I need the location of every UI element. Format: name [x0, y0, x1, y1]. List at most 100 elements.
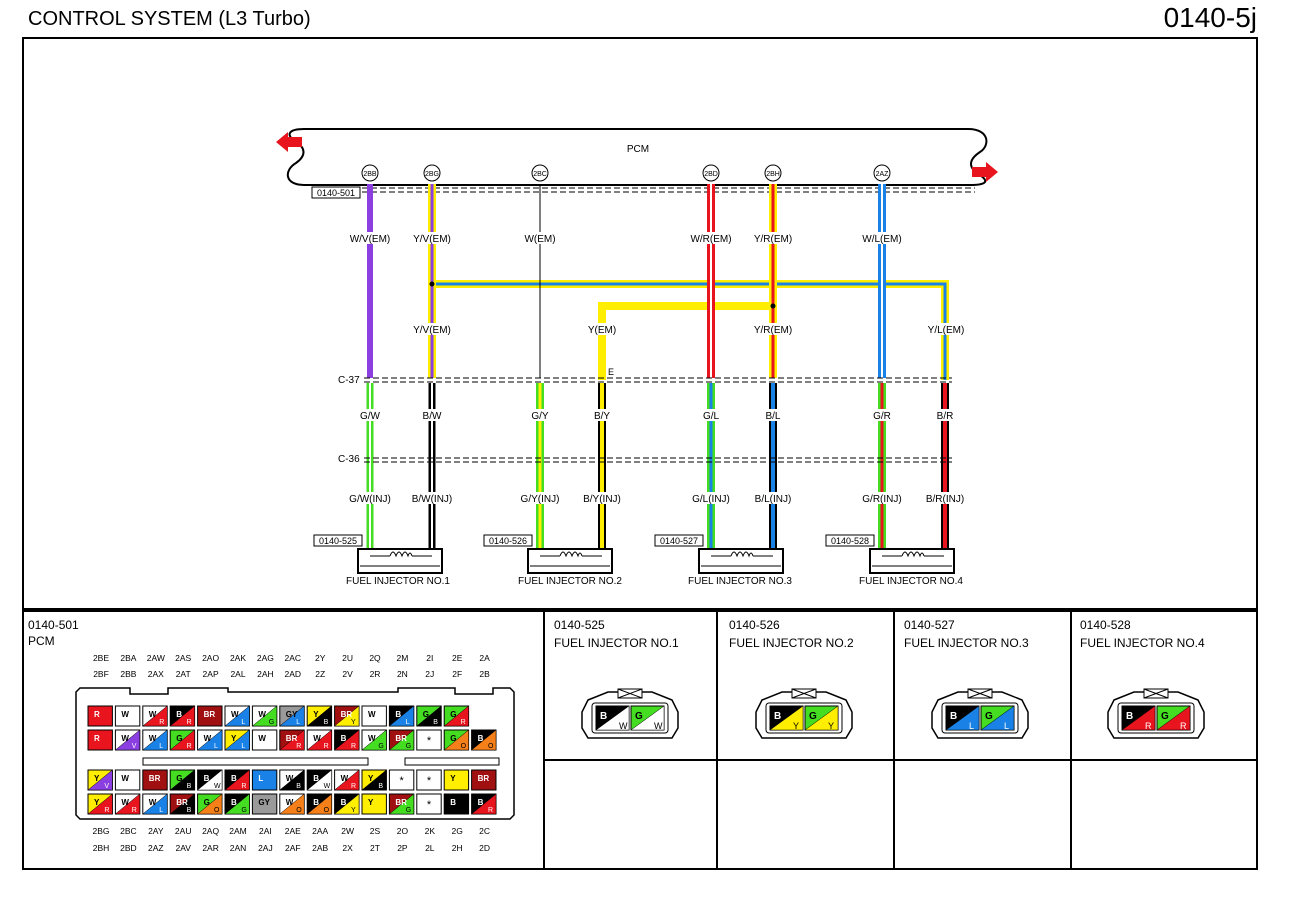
pin-code: W — [341, 774, 349, 783]
pin-code: L — [241, 743, 245, 750]
wire-label: B/R(INJ) — [926, 494, 964, 505]
pin-number: 2AF — [285, 843, 301, 853]
pin-cell: WL — [142, 729, 168, 751]
pin-number: 2L — [425, 843, 435, 853]
pin-cell: WL — [142, 793, 168, 815]
pin-code: B — [378, 783, 383, 790]
pin-number: 2AY — [148, 826, 164, 836]
lower-wires — [366, 383, 949, 548]
wire-label: Y/R(EM) — [754, 234, 792, 245]
pcm-pin-label: 2BB — [363, 171, 377, 178]
pin-code: Y — [450, 774, 456, 783]
pcm-connector-line: 0140-501 — [311, 186, 975, 199]
pin-code: Y — [828, 721, 834, 731]
pin-number: 2V — [342, 669, 353, 679]
pin-code: R — [187, 719, 192, 726]
pin-code: B — [187, 807, 192, 814]
pin-number: 2BC — [120, 826, 137, 836]
pcm-pin-label: 2BH — [766, 171, 780, 178]
pin-cell: Y — [361, 793, 387, 815]
pin-code: W — [121, 734, 129, 743]
injector-label: FUEL INJECTOR NO.4 — [859, 576, 963, 587]
pin-number: 2BB — [120, 669, 136, 679]
pin-cell: GO — [443, 729, 470, 751]
wire-label: G/Y(INJ) — [521, 494, 560, 505]
pin-number: 2BE — [93, 653, 109, 663]
pcm-pin-label: 2BC — [533, 171, 547, 178]
injector-ref: 0140-526 — [489, 536, 527, 546]
pin-code: L — [1004, 721, 1009, 731]
pin-code: W — [149, 734, 157, 743]
pin-cell: BO — [470, 729, 497, 751]
injector-label: FUEL INJECTOR NO.1 — [346, 576, 450, 587]
pcm-box: PCM — [276, 128, 998, 186]
pin-cell: GR — [443, 705, 470, 727]
pin-code: G — [809, 711, 817, 722]
pin-code: B — [774, 711, 781, 722]
pin-cell: GO — [196, 793, 223, 815]
pin-cell: * — [416, 769, 442, 791]
pin-number: 2AT — [176, 669, 191, 679]
pin-code: G — [204, 798, 210, 807]
pin-code: R — [187, 743, 192, 750]
coil-icon — [901, 551, 925, 558]
pin-cell: YL — [224, 729, 250, 751]
wire-label: B/R — [937, 411, 954, 422]
pin-number: 2F — [452, 669, 462, 679]
injector-cell-name: FUEL INJECTOR NO.3 — [904, 636, 1029, 650]
coil-icon — [389, 551, 413, 558]
pin-number: 2AQ — [202, 826, 219, 836]
pcm-pin-label: 2AZ — [876, 171, 890, 178]
pin-code: W — [258, 710, 266, 719]
pin-code: B — [341, 798, 347, 807]
pin-number: 2Y — [315, 653, 326, 663]
pin-number: 2T — [370, 843, 380, 853]
pin-number: 2BF — [93, 669, 109, 679]
pin-cell: BL — [388, 705, 415, 727]
pin-number: 2M — [396, 653, 408, 663]
pin-cell: WR — [333, 769, 360, 791]
injector-cell-ref: 0140-527 — [904, 618, 955, 632]
pin-cell: BR — [470, 793, 497, 815]
pcm-ref-label: 0140-501 — [317, 188, 355, 198]
pin-code: B — [231, 798, 237, 807]
pin-number: 2AI — [259, 826, 272, 836]
pin-code: W — [368, 734, 376, 743]
pin-cell: YV — [87, 769, 113, 791]
wire-label: W/R(EM) — [690, 234, 731, 245]
pin-code: W — [214, 783, 221, 790]
e-mark: E — [608, 367, 614, 377]
pin-cell: BY — [333, 793, 360, 815]
pin-number: 2AD — [285, 669, 302, 679]
wire-label: G/W — [360, 411, 381, 422]
pcm-conn-name: PCM — [28, 634, 55, 648]
pin-number: 2U — [342, 653, 353, 663]
pin-number: 2AO — [202, 653, 219, 663]
pin-cell: YR — [87, 793, 113, 815]
pin-code: L — [159, 807, 163, 814]
pin-code: W — [324, 783, 331, 790]
wire-label: G/R(INJ) — [862, 494, 901, 505]
wire-label: Y/L(EM) — [928, 325, 965, 336]
pin-code: * — [427, 735, 432, 747]
pin-code: G — [1161, 711, 1169, 722]
pin-code: W — [121, 710, 129, 719]
pin-cell: GB — [169, 769, 196, 791]
pin-cell: GY — [251, 793, 278, 815]
pin-cell: W — [361, 705, 387, 727]
pin-code: GY — [258, 798, 270, 807]
pin-number: 2AC — [285, 653, 302, 663]
pin-code: G — [406, 743, 411, 750]
wire-label: B/W(INJ) — [412, 494, 453, 505]
wire-label: G/L(INJ) — [692, 494, 730, 505]
pin-code: BR — [204, 710, 216, 719]
pin-number: 2D — [479, 843, 490, 853]
pin-number: 2AN — [230, 843, 247, 853]
pin-code: Y — [351, 719, 356, 726]
pin-code: W — [619, 721, 628, 731]
pin-number: 2R — [370, 669, 381, 679]
pin-number: 2Z — [315, 669, 325, 679]
pin-code: W — [121, 774, 129, 783]
